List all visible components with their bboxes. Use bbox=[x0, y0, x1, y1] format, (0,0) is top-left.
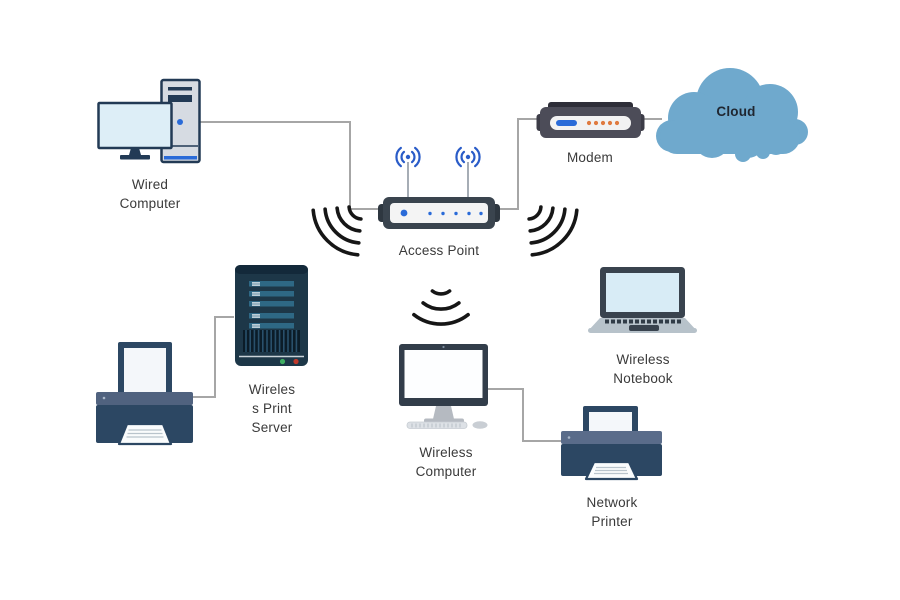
wired-computer-label: Wired Computer bbox=[119, 177, 181, 211]
connector-wireless-computer-network-printer bbox=[486, 388, 561, 442]
wireless-computer-label: Wireless Computer bbox=[415, 445, 477, 479]
wifi-signal-right-icon bbox=[527, 205, 579, 257]
server-red-led bbox=[293, 358, 299, 365]
connector-wired-computer-access-point bbox=[199, 121, 382, 210]
printer-icon bbox=[96, 342, 193, 446]
wired-computer-icon bbox=[97, 78, 201, 164]
laptop-icon bbox=[588, 267, 697, 333]
wireless-notebook-label: Wireless Notebook bbox=[613, 352, 673, 386]
wifi-signal-down-icon bbox=[412, 289, 470, 326]
mouse-icon bbox=[472, 421, 488, 429]
connector-printer-print-server bbox=[191, 316, 234, 398]
print-server-icon bbox=[235, 265, 308, 366]
connector-access-point-modem bbox=[496, 118, 539, 210]
desktop-monitor-icon bbox=[399, 344, 488, 429]
cloud-label: Cloud bbox=[716, 104, 756, 119]
wifi-signal-left-icon bbox=[311, 205, 363, 257]
network-printer-label: Network Printer bbox=[586, 495, 638, 529]
access-point-icon bbox=[378, 146, 500, 229]
cloud-icon bbox=[656, 68, 808, 162]
server-green-led bbox=[279, 358, 286, 365]
modem-icon bbox=[536, 102, 645, 138]
access-point-label: Access Point bbox=[398, 243, 480, 258]
network-printer-icon bbox=[561, 406, 662, 481]
modem-label: Modem bbox=[566, 150, 613, 165]
antenna-signal-icon bbox=[395, 146, 481, 168]
print-server-label: Wireles s Print Server bbox=[248, 382, 296, 435]
